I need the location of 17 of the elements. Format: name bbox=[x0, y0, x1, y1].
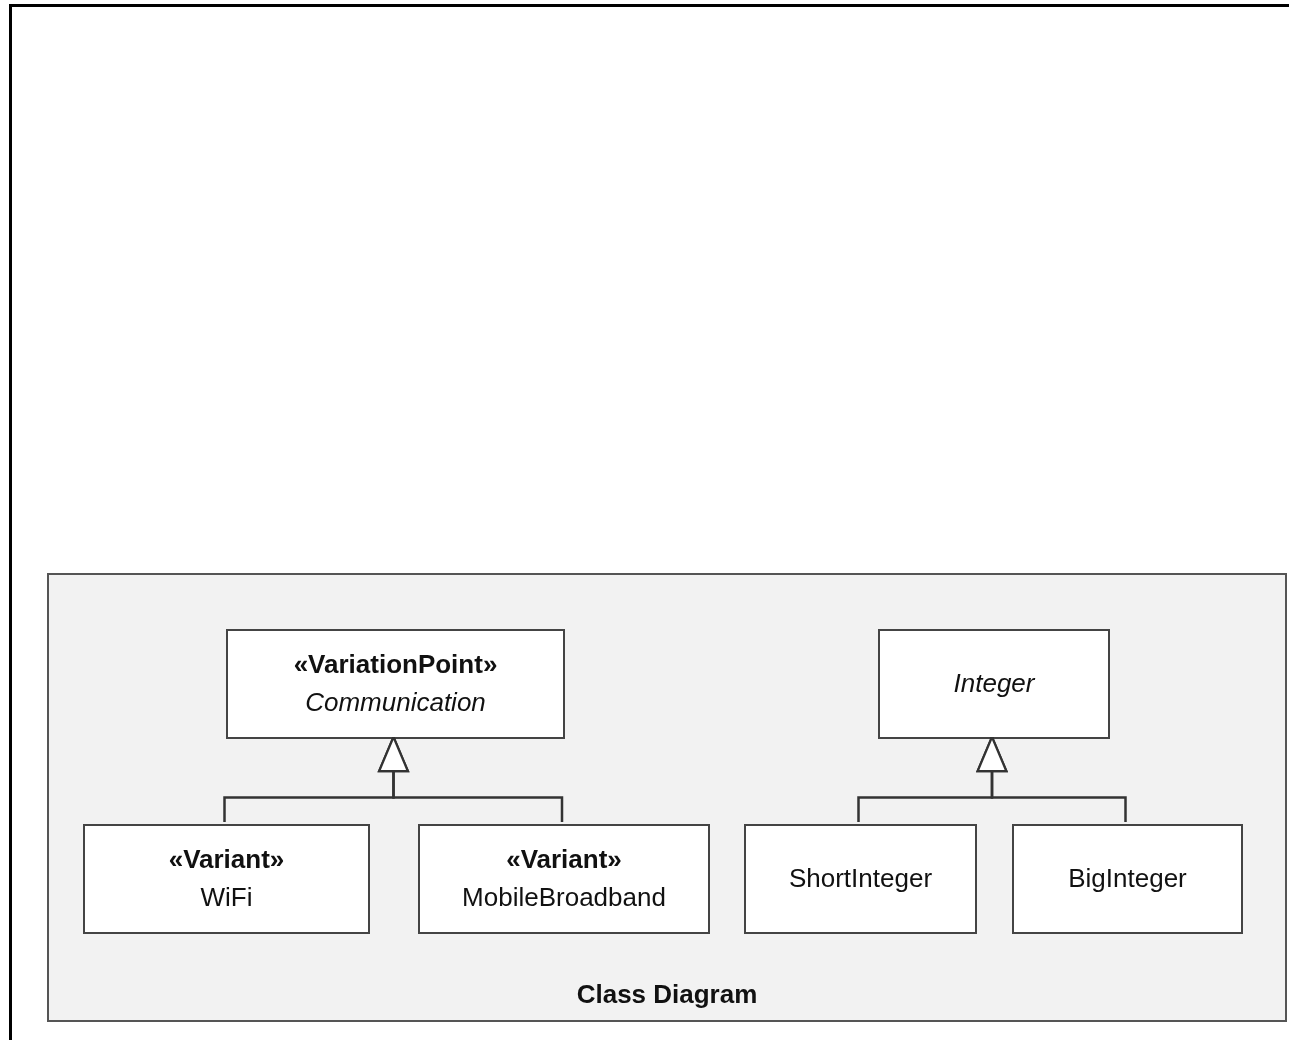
class-box bbox=[1012, 824, 1243, 934]
class-name: MobileBroadband bbox=[462, 883, 666, 913]
class-name: Communication bbox=[305, 688, 486, 718]
class-box bbox=[878, 629, 1110, 739]
class-name: ShortInteger bbox=[788, 864, 933, 894]
class-name: Integer bbox=[953, 669, 1035, 699]
stereotype-label: «Variant» bbox=[168, 845, 285, 875]
class-box bbox=[83, 824, 370, 934]
stereotype-label: «VariationPoint» bbox=[293, 650, 498, 680]
class-box bbox=[744, 824, 977, 934]
class-box bbox=[226, 629, 565, 739]
stereotype-label: «Variant» bbox=[506, 845, 622, 875]
class-box bbox=[418, 824, 710, 934]
panel-title: Class Diagram bbox=[576, 980, 758, 1010]
class-name: WiFi bbox=[200, 883, 253, 913]
diagram-panel bbox=[47, 573, 1287, 1022]
class-name: BigInteger bbox=[1068, 864, 1187, 894]
